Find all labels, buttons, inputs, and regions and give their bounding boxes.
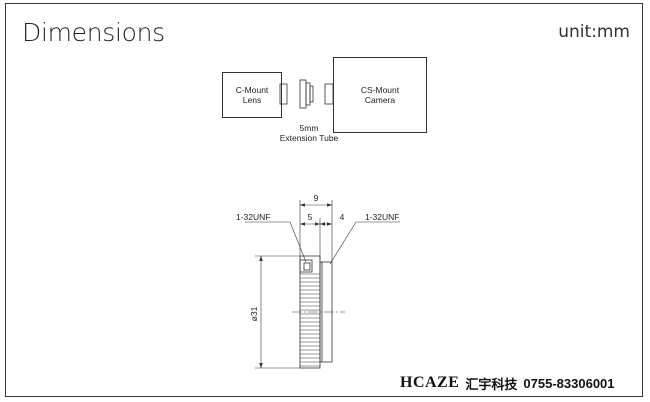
dim-left-label: 5 [308, 212, 313, 222]
leader-left [245, 221, 307, 263]
company-name: 汇宇科技 [465, 377, 518, 393]
assembly-tube-body [305, 82, 311, 106]
dim-right-label: 4 [340, 212, 345, 222]
thread-right-label: 1-32UNF [365, 212, 399, 222]
unit-label: unit:mm [558, 22, 630, 42]
leader-right [329, 221, 400, 265]
drawing-frame [5, 3, 643, 397]
tube-front-step [299, 259, 313, 273]
diameter-label: ø31 [249, 306, 259, 321]
thread-left-label: 1-32UNF [236, 212, 270, 222]
assembly-tube-ring [299, 79, 307, 109]
knurl-pattern [300, 273, 320, 367]
tube-drawing [245, 200, 400, 369]
dim-total-label: 9 [314, 193, 319, 203]
lens-mount-stub [279, 83, 288, 105]
lens-box: C-Mount Lens [222, 72, 282, 118]
camera-box: CS-Mount Camera [333, 57, 427, 133]
tube-label: 5mm Extension Tube [279, 123, 339, 143]
camera-mount-stub [324, 83, 334, 105]
camera-label: CS-Mount Camera [360, 85, 400, 105]
brand-logo: HCAZE [400, 374, 460, 391]
lens-label: C-Mount Lens [235, 85, 269, 105]
assembly-tube-thread [309, 85, 314, 103]
phone-number: 0755-83306001 [523, 375, 615, 391]
footer-brand: HCAZE 汇宇科技 0755-83306001 [400, 373, 615, 393]
page-title: Dimensions [22, 18, 165, 47]
